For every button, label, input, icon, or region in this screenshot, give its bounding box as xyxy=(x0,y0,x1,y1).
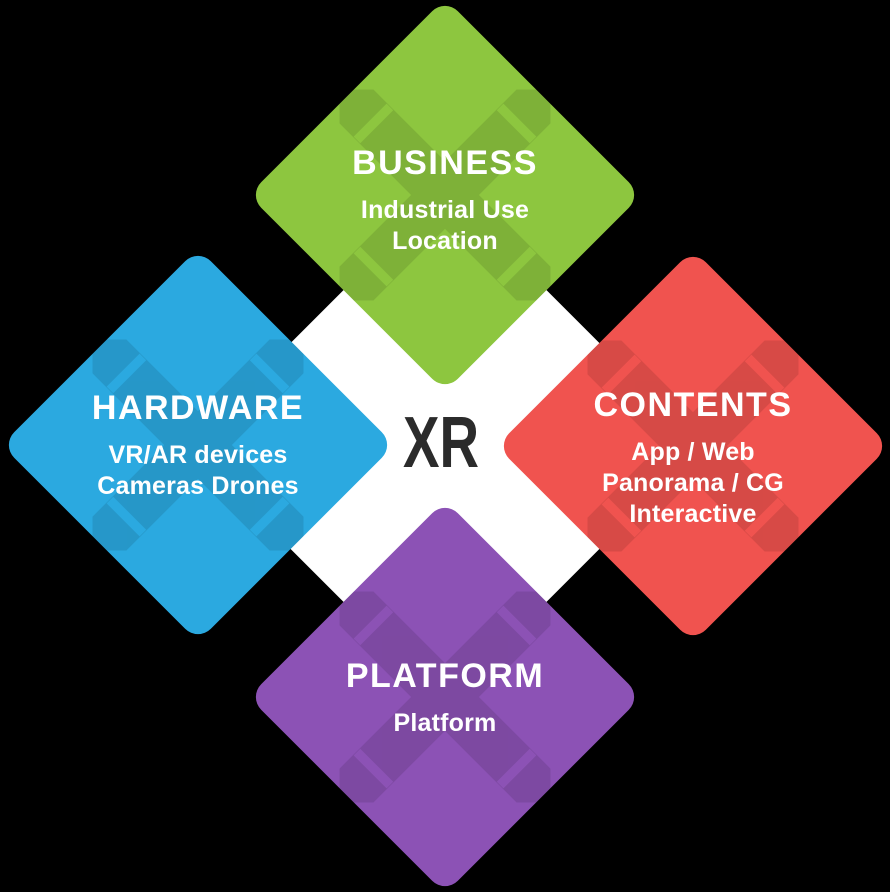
node-title: CONTENTS xyxy=(593,385,793,424)
node-subtitle-line: Panorama / CG xyxy=(602,468,784,497)
node-subtitle-line: VR/AR devices xyxy=(108,441,288,469)
node-subtitle-line: Interactive xyxy=(629,499,757,528)
node-subtitle-line: Location xyxy=(392,227,498,255)
node-subtitle-line: Cameras Drones xyxy=(97,472,299,500)
node-title: HARDWARE xyxy=(91,389,305,427)
node-subtitle-line: Platform xyxy=(393,708,497,737)
node-title: PLATFORM xyxy=(345,656,545,695)
node-subtitle-line: Industrial Use xyxy=(360,196,530,224)
node-title: BUSINESS xyxy=(352,144,538,182)
node-subtitle-line: App / Web xyxy=(631,437,755,466)
center-label: XR xyxy=(402,403,480,483)
